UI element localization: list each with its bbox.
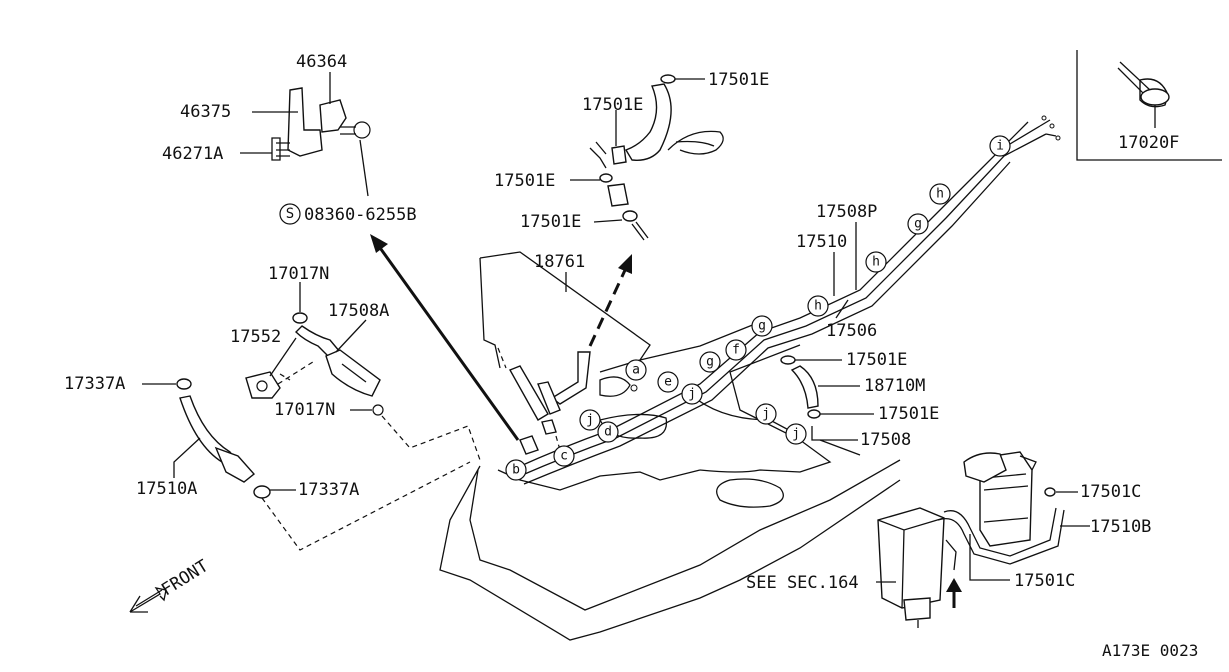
tag-j-1: j — [586, 413, 594, 428]
tag-h-2: h — [872, 255, 880, 270]
tag-g-3: g — [914, 217, 922, 232]
valve-and-hose-assembly: 17017N 17552 17508A 17017N — [230, 264, 481, 461]
right-middle-hose: 17501E 18710M 17501E 17508 — [780, 350, 939, 450]
label-18761: 18761 — [534, 252, 585, 272]
left-hose-assembly: 17337A 17510A 17337A — [64, 374, 471, 551]
tag-f: f — [732, 343, 740, 358]
tag-g-1: g — [706, 355, 714, 370]
arrow-to-bracket — [370, 234, 520, 441]
label-17017N-top: 17017N — [268, 264, 329, 284]
tag-h-1: h — [814, 299, 822, 314]
tag-j-2: j — [688, 387, 696, 402]
main-fuel-lines — [497, 115, 1061, 485]
label-17501E-mid: 17501E — [494, 171, 555, 191]
canister-assembly: 17501C 17510B 17501C SEE SEC.164 — [746, 451, 1151, 628]
label-17020F: 17020F — [1118, 133, 1179, 153]
line-tags: a b c d j e j g f g j j h h g h i — [505, 135, 1011, 481]
tag-i: i — [996, 139, 1004, 154]
label-17501E-right-bottom: 17501E — [878, 404, 939, 424]
tag-g-2: g — [758, 319, 766, 334]
tag-c: c — [560, 449, 568, 464]
label-front: FRONT — [158, 556, 212, 600]
label-17337A-top: 17337A — [64, 374, 125, 394]
chassis-outline — [439, 251, 901, 641]
label-18710M: 18710M — [864, 376, 925, 396]
tag-d: d — [604, 425, 612, 440]
label-17508: 17508 — [860, 430, 911, 450]
label-46271A: 46271A — [162, 144, 223, 164]
front-direction-indicator: FRONT — [129, 556, 212, 613]
tag-b: b — [512, 463, 520, 478]
label-17506: 17506 — [826, 321, 877, 341]
tag-j-4: j — [792, 427, 800, 442]
diagram-code: A173E 0023 — [1102, 641, 1198, 660]
tag-h-3: h — [936, 187, 944, 202]
label-17337A-bottom: 17337A — [298, 480, 359, 500]
label-17017N-bottom: 17017N — [274, 400, 335, 420]
label-46375: 46375 — [180, 102, 231, 122]
label-08360-6255B: 08360-6255B — [304, 205, 417, 225]
arrow-to-upper-group — [588, 254, 632, 347]
tag-a: a — [632, 363, 640, 378]
label-screw-prefix: S — [286, 206, 294, 222]
label-17510A: 17510A — [136, 479, 197, 499]
label-17501C-bottom: 17501C — [1014, 571, 1075, 591]
upper-hose-group: 17501E 17501E 17501E 17501E — [494, 70, 769, 241]
label-17501E-right-top: 17501E — [846, 350, 907, 370]
label-17552: 17552 — [230, 327, 281, 347]
label-17508A: 17508A — [328, 301, 389, 321]
tag-j-3: j — [762, 407, 770, 422]
bracket-assembly: 46364 46375 46271A S 08360-6255B — [162, 52, 417, 225]
center-labels: 18761 17508P 17510 17506 — [534, 202, 877, 341]
label-17501C-top: 17501C — [1080, 482, 1141, 502]
label-17508P: 17508P — [816, 202, 877, 222]
label-17501E-top: 17501E — [708, 70, 769, 90]
label-see-sec-164: SEE SEC.164 — [746, 573, 859, 593]
label-17510B: 17510B — [1090, 517, 1151, 537]
inset-box: 17020F — [1076, 50, 1222, 161]
label-17501E-lower: 17501E — [520, 212, 581, 232]
label-17501E-upper: 17501E — [582, 95, 643, 115]
label-17510: 17510 — [796, 232, 847, 252]
screw-symbol-icon — [279, 203, 301, 225]
label-46364: 46364 — [296, 52, 347, 72]
tag-e: e — [664, 375, 672, 390]
